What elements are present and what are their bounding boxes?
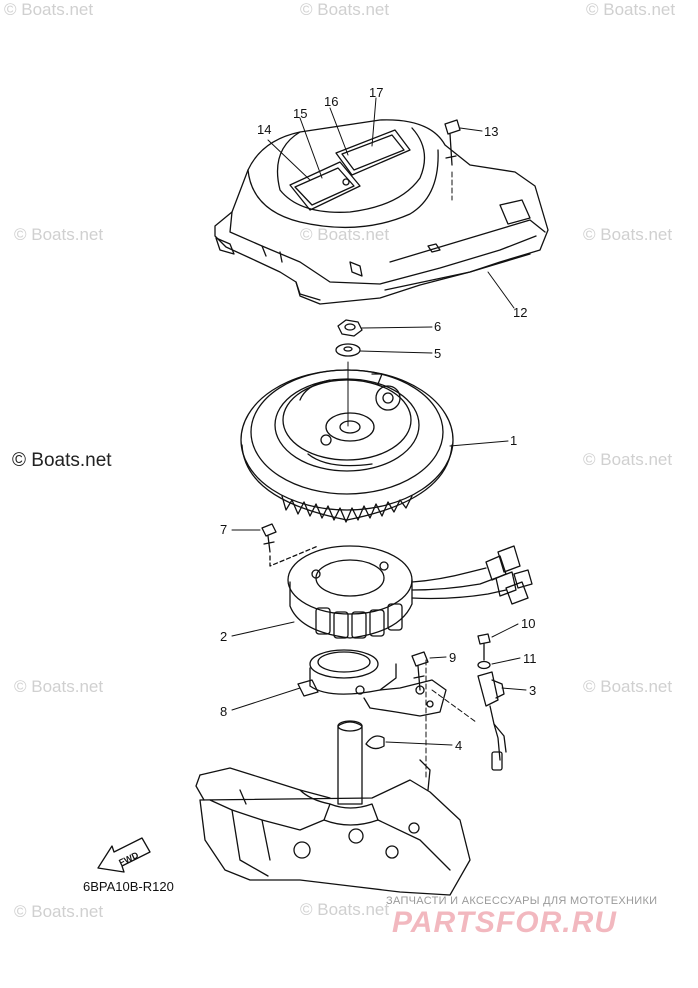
callout-3: 3 [529, 683, 536, 698]
flywheel-cover-part [214, 119, 549, 305]
flywheel-part [240, 369, 454, 523]
callout-12: 12 [513, 305, 527, 320]
watermark: © Boats.net [14, 225, 104, 244]
callout-2: 2 [220, 629, 227, 644]
callout-1: 1 [510, 433, 517, 448]
callout-4: 4 [455, 738, 462, 753]
brand-tagline: ЗАПЧАСТИ И АКСЕССУАРЫ ДЛЯ МОТОТЕХНИКИ [386, 895, 658, 907]
stator-part [287, 545, 533, 639]
callout-10: 10 [521, 616, 535, 631]
watermark: © Boats.net [583, 225, 673, 244]
callout-8: 8 [220, 704, 227, 719]
callout-15: 15 [293, 106, 307, 121]
callout-7: 7 [220, 522, 227, 537]
crankcase-part [195, 720, 471, 896]
watermark: © Boats.net [300, 225, 390, 244]
callout-16: 16 [324, 94, 338, 109]
callout-9: 9 [449, 650, 456, 665]
watermark: © Boats.net [300, 900, 390, 919]
callout-11: 11 [523, 651, 537, 666]
fwd-arrow-icon [97, 837, 151, 873]
pulser-coil-part [477, 671, 507, 771]
bolt-part [477, 633, 491, 661]
bolt-part [411, 651, 429, 691]
leader-lines [231, 97, 527, 781]
bolt-part [261, 523, 319, 567]
watermark: © Boats.net [4, 0, 94, 19]
callout-13: 13 [484, 124, 498, 139]
washer-part [477, 660, 491, 670]
fwd-label: FWD [117, 850, 140, 868]
callout-6: 6 [434, 319, 441, 334]
callout-5: 5 [434, 346, 441, 361]
callout-17: 17 [369, 85, 383, 100]
watermark: © Boats.net [14, 902, 104, 921]
callout-14: 14 [257, 122, 271, 137]
washer-part [335, 343, 361, 357]
watermark: © Boats.net [586, 0, 676, 19]
watermark: © Boats.net [300, 0, 390, 19]
key-part [365, 735, 385, 750]
watermark-strong: © Boats.net [12, 450, 112, 471]
watermark: © Boats.net [583, 677, 673, 696]
watermark: © Boats.net [14, 677, 104, 696]
diagram-code: 6BPA10B-R120 [83, 879, 174, 894]
brand-logo: PARTSFOR.RU [392, 906, 617, 939]
callout-labels: 1 2 3 4 5 6 7 8 9 10 11 12 13 14 15 16 1… [117, 85, 536, 868]
watermark: © Boats.net [583, 450, 673, 469]
nut-part [337, 319, 363, 337]
base-part [297, 649, 447, 717]
